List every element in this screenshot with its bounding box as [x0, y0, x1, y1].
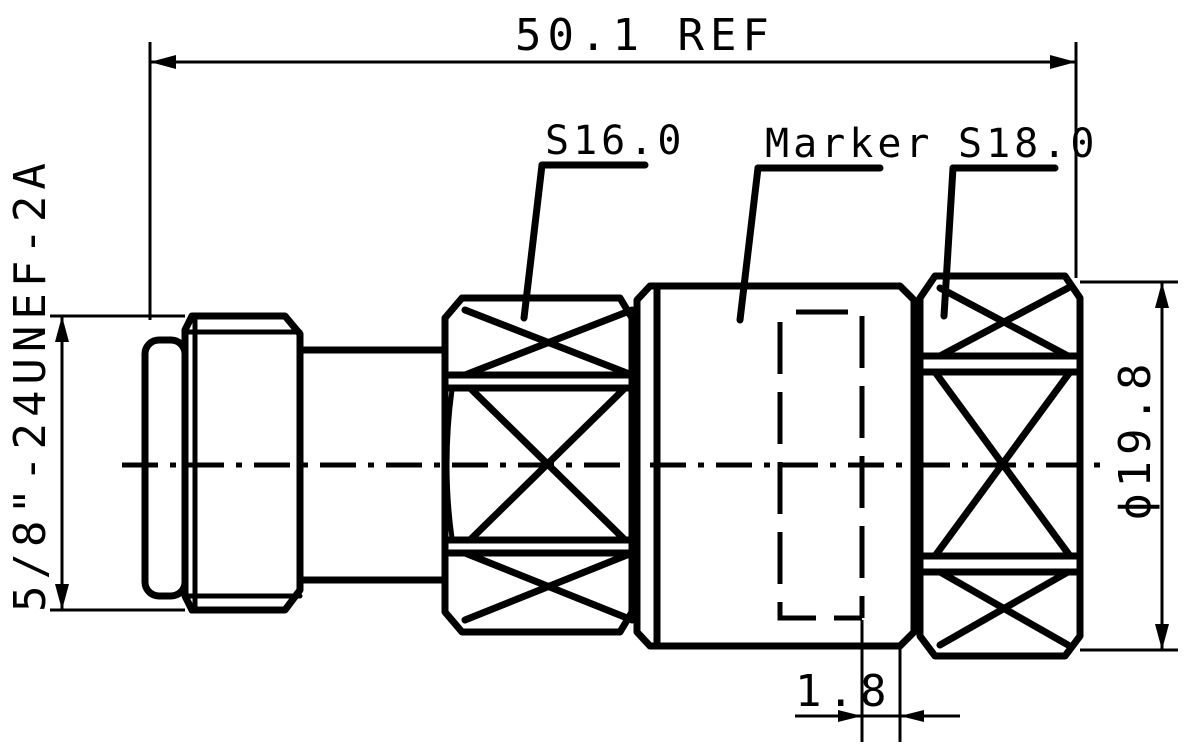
wrench-flat-left-label: S16.0 [545, 118, 685, 164]
overall-length-label: 50.1 REF [515, 10, 775, 61]
thread-dimension: 5/8"-24UNEF-2A [5, 157, 185, 612]
overall-length-dimension: 50.1 REF [148, 10, 1078, 320]
wrench-flat-right-label: S18.0 [958, 121, 1098, 167]
callout-marker: Marker [736, 121, 934, 324]
thread-spec-label: 5/8"-24UNEF-2A [5, 157, 56, 612]
diameter-label: ϕ19.8 [1110, 358, 1161, 520]
marker-offset-label: 1.8 [795, 666, 892, 717]
thread-section [141, 312, 446, 614]
marker-offset-dimension: 1.8 [795, 620, 960, 742]
diameter-dimension: ϕ19.8 [1080, 280, 1178, 652]
marker-label: Marker [765, 121, 934, 167]
callout-s16: S16.0 [520, 118, 685, 322]
